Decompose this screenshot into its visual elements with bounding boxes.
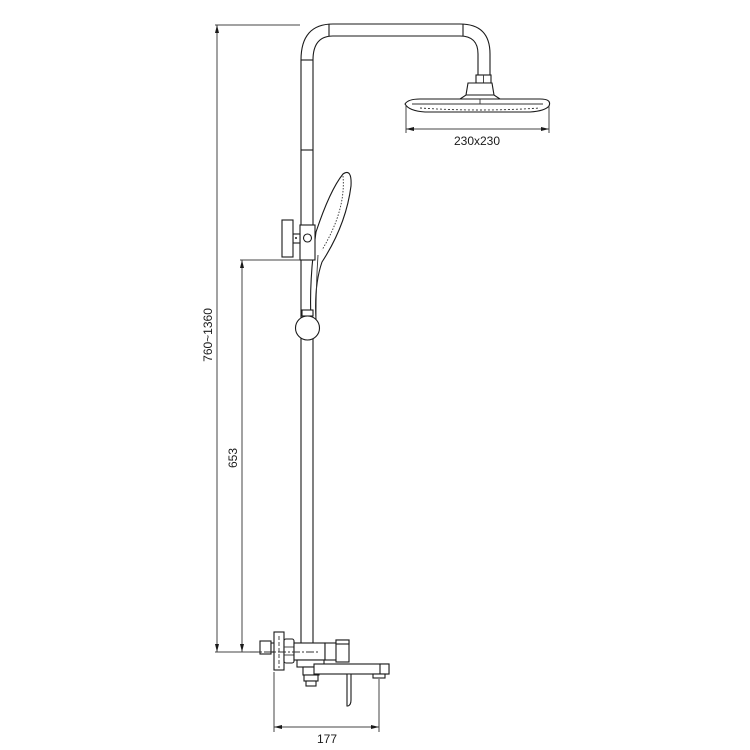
rain-head-size-label: 230x230 [454, 134, 500, 148]
total-height-dimension: 760~1360 [201, 24, 300, 652]
holder-height-label: 653 [226, 448, 240, 468]
bath-mixer [250, 631, 390, 707]
riser-pipe [300, 60, 314, 655]
shower-arm [300, 23, 491, 75]
rain-head-dimension: 230x230 [405, 106, 550, 148]
slide-bar-knob [294, 309, 321, 341]
hand-shower [310, 171, 352, 321]
rain-shower-head [404, 74, 551, 113]
hand-shower-holder [281, 219, 316, 261]
mixer-projection-label: 177 [317, 732, 337, 746]
holder-height-dimension: 653 [215, 259, 300, 653]
total-height-label: 760~1360 [201, 308, 215, 362]
mixer-projection-dimension: 177 [273, 672, 380, 746]
